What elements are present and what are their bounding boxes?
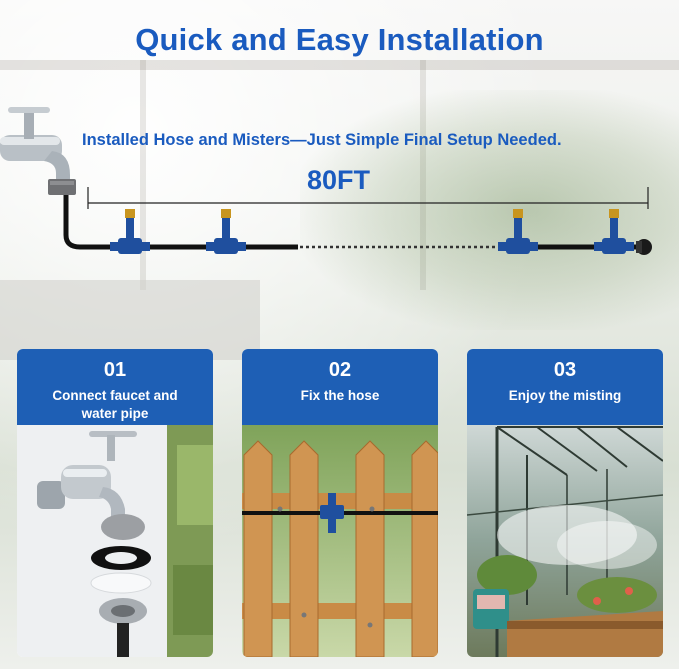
step-card-header: 02 Fix the hose [242, 349, 438, 425]
end-plug-icon [636, 239, 652, 255]
step-card-3: 03 Enjoy the misting [467, 349, 663, 657]
step-label: Enjoy the misting [508, 388, 622, 403]
faucet-icon [0, 107, 76, 195]
hose-length-label: 80FT [307, 165, 371, 195]
step-card-2: 02 Fix the hose [242, 349, 438, 657]
mister-tee-icon [498, 209, 538, 254]
step-label: Fix the hose [300, 388, 380, 403]
fence-hose-icon [242, 425, 438, 657]
wall-blur [0, 280, 260, 360]
greenhouse-mist-icon [467, 425, 663, 657]
pergola-beam [0, 60, 679, 70]
page-title: Quick and Easy Installation [135, 22, 544, 57]
step-number: 01 [103, 359, 127, 381]
mister-tee-icon [110, 209, 150, 254]
pergola-post [420, 60, 426, 290]
step-card-header: 03 Enjoy the misting [467, 349, 663, 425]
step-card-header: 01 Connect faucet and water pipe [17, 349, 213, 425]
hose [63, 195, 298, 250]
step-label: Connect faucet and water pipe [52, 388, 178, 421]
mister-tee-icon [206, 209, 246, 254]
step-number: 03 [553, 359, 577, 381]
subtitle: Installed Hose and Misters—Just Simple F… [82, 131, 562, 149]
step-number: 02 [328, 359, 352, 381]
pergola-post [140, 60, 146, 290]
mister-tee-icon [594, 209, 634, 254]
step-card-1: 01 Connect faucet and water pipe [17, 349, 213, 657]
faucet-connection-icon [17, 425, 213, 657]
hose-diagram [0, 107, 652, 255]
